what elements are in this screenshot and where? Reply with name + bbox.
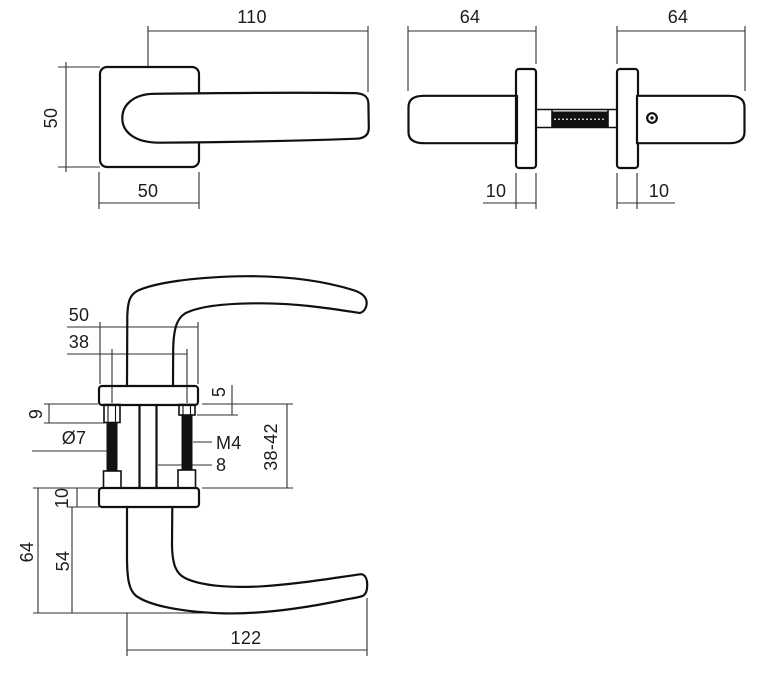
dim-label-54: 54 [53,551,73,572]
dim-label-8: 8 [216,455,226,475]
dim-label-50-bottom: 50 [138,181,159,201]
dim-label-64-section: 64 [17,542,37,563]
rosette-side-left [514,67,538,170]
dim-label-5: 5 [209,387,229,397]
dim-label-9: 9 [26,409,46,419]
dim-label-122: 122 [231,628,262,648]
screw-left-head [103,403,121,424]
dim-label-50-left: 50 [41,108,61,129]
lever-upper-section [125,275,368,388]
lever-front [121,91,370,144]
grip-left-side [407,94,519,145]
rosette-plate-top [97,384,200,407]
rosette-plate-bottom [97,486,201,509]
screw-right-foot [177,469,197,489]
dim-label-10-left: 10 [486,181,507,201]
screw-left-foot [102,470,122,489]
dim-label-64-right: 64 [668,7,689,27]
dim-label-10-right: 10 [649,181,670,201]
screw-right-thread [181,415,193,470]
front-view [98,65,370,169]
dim-label-diameter7: Ø7 [62,428,87,448]
dim-label-m4: M4 [216,433,242,453]
dimension-labels: 110 50 50 64 64 10 10 50 38 9 Ø7 5 M4 8 … [17,7,688,648]
dim-label-50-section: 50 [69,305,90,325]
dim-label-38: 38 [69,332,90,352]
grip-right-side [635,94,746,145]
dim-label-110: 110 [237,7,267,27]
grub-screw-hole [646,112,658,124]
dim-label-38-42: 38-42 [261,423,281,471]
dim-label-10-section: 10 [52,488,72,509]
grub-screw-dot [650,116,654,120]
screw-left-thread [106,422,118,471]
rosette-side-right [615,67,640,170]
lever-lower-section [125,505,369,615]
section-view [97,275,369,615]
side-view [407,67,746,170]
dim-label-64-left: 64 [460,7,481,27]
